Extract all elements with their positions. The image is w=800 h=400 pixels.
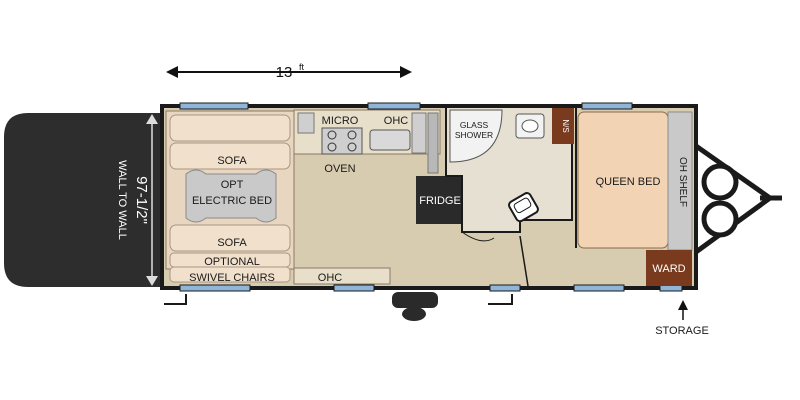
- bedroom: QUEEN BED OH SHELF WARD: [575, 108, 693, 286]
- shower-label: SHOWER: [455, 130, 493, 140]
- window: [581, 102, 633, 110]
- ohc-top-label: OHC: [384, 115, 409, 127]
- kitchen: MICRO OHC OVEN: [293, 109, 441, 175]
- oh-shelf-label: OH SHELF: [677, 157, 688, 207]
- shower-label: GLASS: [460, 120, 489, 130]
- windows: [179, 102, 683, 292]
- hitch: [694, 143, 782, 255]
- bed-label: OPT: [221, 179, 244, 191]
- width-label: 97-1/2": [133, 176, 150, 224]
- micro-label: MICRO: [322, 115, 359, 127]
- window: [179, 102, 249, 110]
- ramp-door: [4, 113, 162, 287]
- propane-tank: [701, 200, 739, 238]
- bed-label: ELECTRIC BED: [192, 195, 272, 207]
- oven-label: OVEN: [324, 163, 355, 175]
- fridge-label: FRIDGE: [419, 195, 461, 207]
- storage-label: STORAGE: [655, 325, 709, 337]
- queen-bed-label: QUEEN BED: [596, 176, 661, 188]
- bottom-cabinet: [293, 267, 391, 285]
- propane-tank: [701, 163, 739, 201]
- sofa-label: SOFA: [217, 237, 247, 249]
- window: [179, 284, 251, 292]
- ward-label: WARD: [652, 263, 685, 275]
- fridge: [416, 176, 464, 224]
- width-dimension: 97-1/2" WALL TO WALL: [116, 114, 158, 286]
- width-note: WALL TO WALL: [116, 160, 128, 240]
- storage-indicator: STORAGE: [655, 300, 709, 337]
- entry-steps: [164, 292, 513, 321]
- ns-cabinet: [552, 108, 574, 144]
- chairs-label: OPTIONAL: [204, 256, 260, 268]
- ohc-bottom-label: OHC: [318, 272, 343, 284]
- length-unit: ft: [299, 62, 305, 72]
- sofa-label: SOFA: [217, 155, 247, 167]
- window: [367, 102, 421, 110]
- length-label: 13: [276, 64, 293, 81]
- chairs-label: SWIVEL CHAIRS: [189, 272, 275, 284]
- window: [489, 284, 521, 292]
- rear-lounge: SOFA OPT ELECTRIC BED SOFA OPTIONAL SWIV…: [165, 110, 295, 284]
- bathroom: GLASS SHOWER N/S: [445, 108, 574, 287]
- wardrobe: [646, 250, 692, 286]
- length-dimension: 13 ft: [166, 62, 412, 81]
- window: [333, 284, 375, 292]
- ns-label: N/S: [561, 119, 570, 132]
- window: [573, 284, 625, 292]
- outer-wall: [160, 104, 698, 290]
